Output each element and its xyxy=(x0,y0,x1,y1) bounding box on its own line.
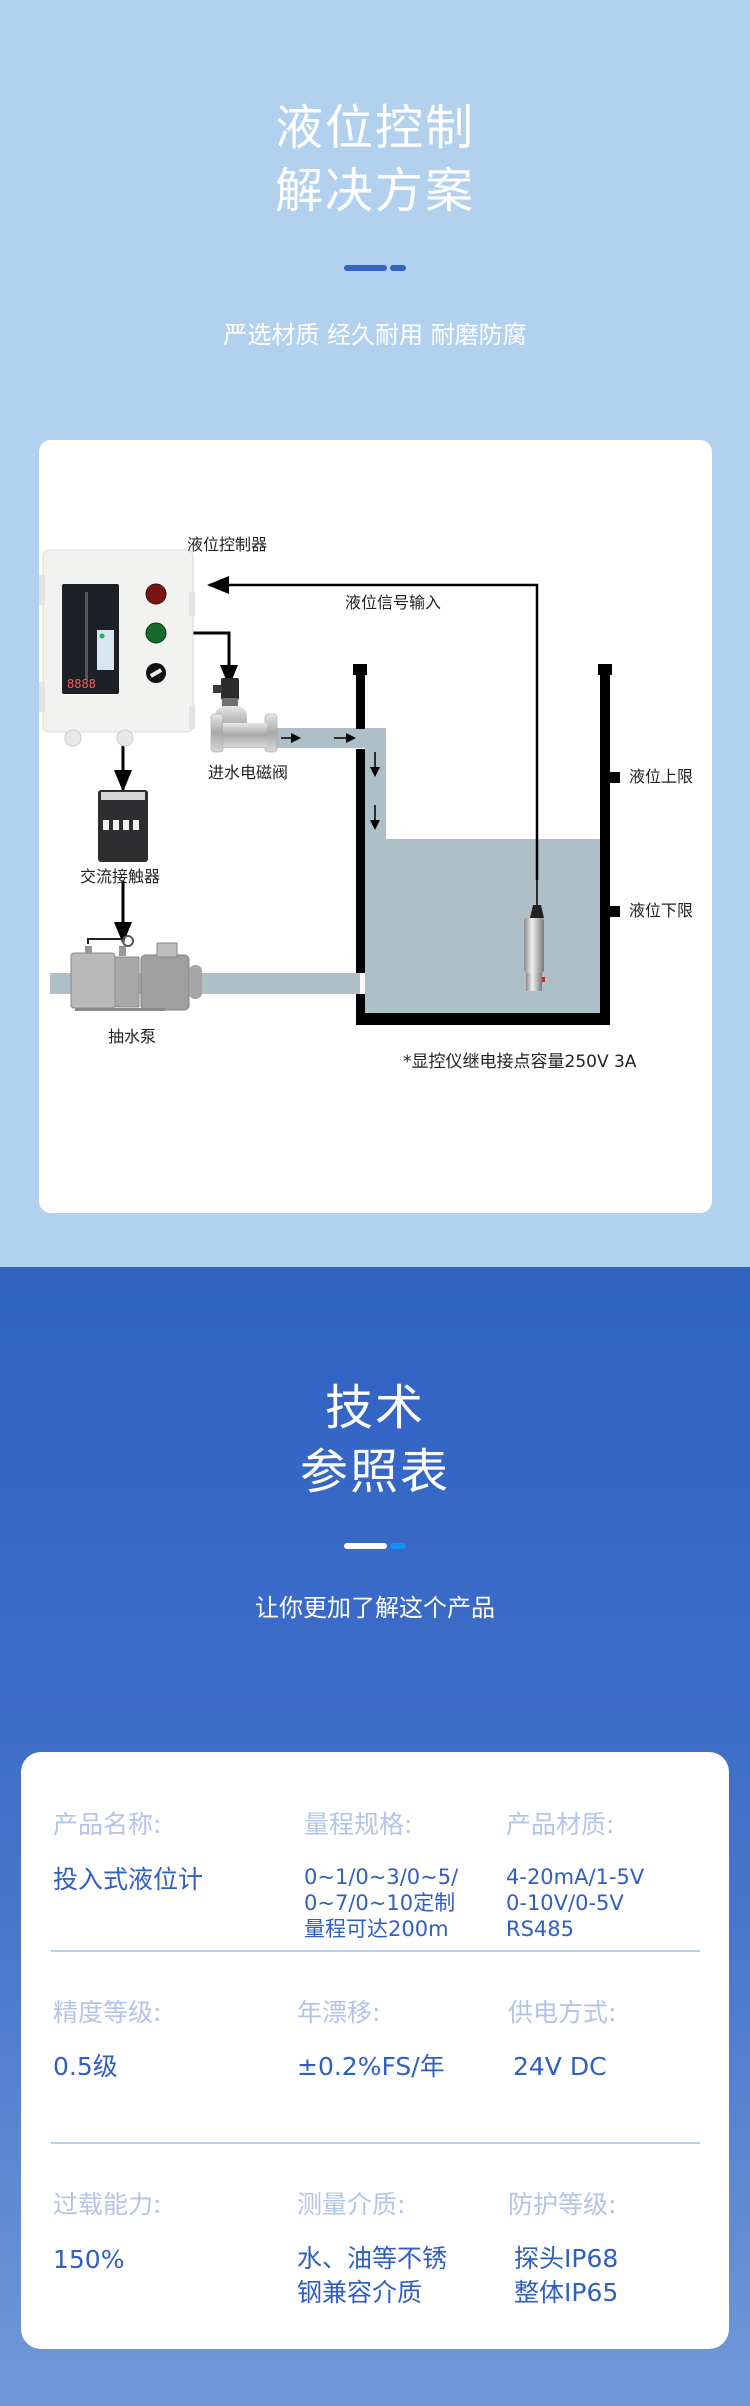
spec-value-medium-line2: 钢兼容介质 xyxy=(297,2278,423,2307)
spec-value-overload: 150% xyxy=(53,2245,125,2274)
controller-label: 液位控制器 xyxy=(187,535,268,554)
spec-label-range: 量程规格: xyxy=(304,1810,413,1839)
spec-value-output-line2: 0-10V/0-5V xyxy=(506,1891,624,1915)
contactor-label: 交流接触器 xyxy=(80,867,161,886)
specs-decoration-bar-long xyxy=(344,1543,387,1549)
spec-table-card: 产品名称: 投入式液位计 量程规格: 0~1/0~3/0~5/ 0~7/0~10… xyxy=(21,1752,729,2349)
solution-title-line2: 解决方案 xyxy=(274,163,475,219)
relay-capacity-footnote: *显控仪继电接点容量250V 3A xyxy=(403,1052,637,1072)
spec-value-range-line1: 0~1/0~3/0~5/ xyxy=(304,1865,459,1889)
upper-limit-label: 液位上限 xyxy=(629,767,694,786)
spec-value-product-name: 投入式液位计 xyxy=(53,1865,204,1894)
solution-subtitle: 严选材质 经久耐用 耐磨防腐 xyxy=(223,321,527,349)
specs-subtitle: 让你更加了解这个产品 xyxy=(255,1594,495,1622)
specs-decoration-bar-short xyxy=(390,1543,406,1549)
spec-value-protection-line2: 整体IP65 xyxy=(514,2278,619,2307)
spec-value-annual-drift: ±0.2%FS/年 xyxy=(297,2052,445,2081)
controller-display-digits: 8888 xyxy=(67,677,96,691)
spec-label-power-supply: 供电方式: xyxy=(508,1998,617,2027)
spec-label-product-name: 产品名称: xyxy=(53,1810,162,1839)
spec-value-power-supply: 24V DC xyxy=(513,2052,607,2081)
spec-label-annual-drift: 年漂移: xyxy=(297,1998,381,2027)
title-decoration-bar-short xyxy=(390,265,406,271)
spec-value-medium-line1: 水、油等不锈 xyxy=(297,2244,448,2273)
spec-value-protection-line1: 探头IP68 xyxy=(514,2244,619,2273)
spec-label-accuracy: 精度等级: xyxy=(53,1998,162,2027)
spec-value-output-line3: RS485 xyxy=(506,1917,575,1941)
signal-input-label: 液位信号输入 xyxy=(345,593,442,612)
diagram-card: 8888 xyxy=(39,440,712,1213)
solution-section: 液位控制 解决方案 严选材质 经久耐用 耐磨防腐 xyxy=(39,100,712,1213)
row-divider-1 xyxy=(51,1950,700,1952)
spec-value-range-line3: 量程可达200m xyxy=(304,1917,449,1941)
spec-value-accuracy: 0.5级 xyxy=(53,2052,118,2081)
specs-title-line1: 技术 xyxy=(324,1380,425,1436)
specs-title-line2: 参照表 xyxy=(299,1444,450,1500)
pump-label: 抽水泵 xyxy=(108,1027,157,1046)
liquid-level-control-diagram: 8888 xyxy=(39,549,620,1025)
specs-section: 技术 参照表 让你更加了解这个产品 产品名称: 投入式液位计 量程规格: 0~1… xyxy=(0,1267,750,2406)
spec-value-output-line1: 4-20mA/1-5V xyxy=(506,1865,645,1889)
lower-limit-label: 液位下限 xyxy=(629,901,694,920)
row-divider-2 xyxy=(51,2142,700,2144)
title-decoration-bar-long xyxy=(344,265,387,271)
spec-value-range-line2: 0~7/0~10定制 xyxy=(304,1891,456,1915)
spec-label-material: 产品材质: xyxy=(506,1810,615,1839)
solution-title-line1: 液位控制 xyxy=(274,100,475,156)
spec-label-protection: 防护等级: xyxy=(508,2190,617,2219)
inlet-valve-label: 进水电磁阀 xyxy=(208,763,289,782)
spec-label-overload: 过载能力: xyxy=(53,2190,162,2219)
spec-label-medium: 测量介质: xyxy=(297,2190,406,2219)
